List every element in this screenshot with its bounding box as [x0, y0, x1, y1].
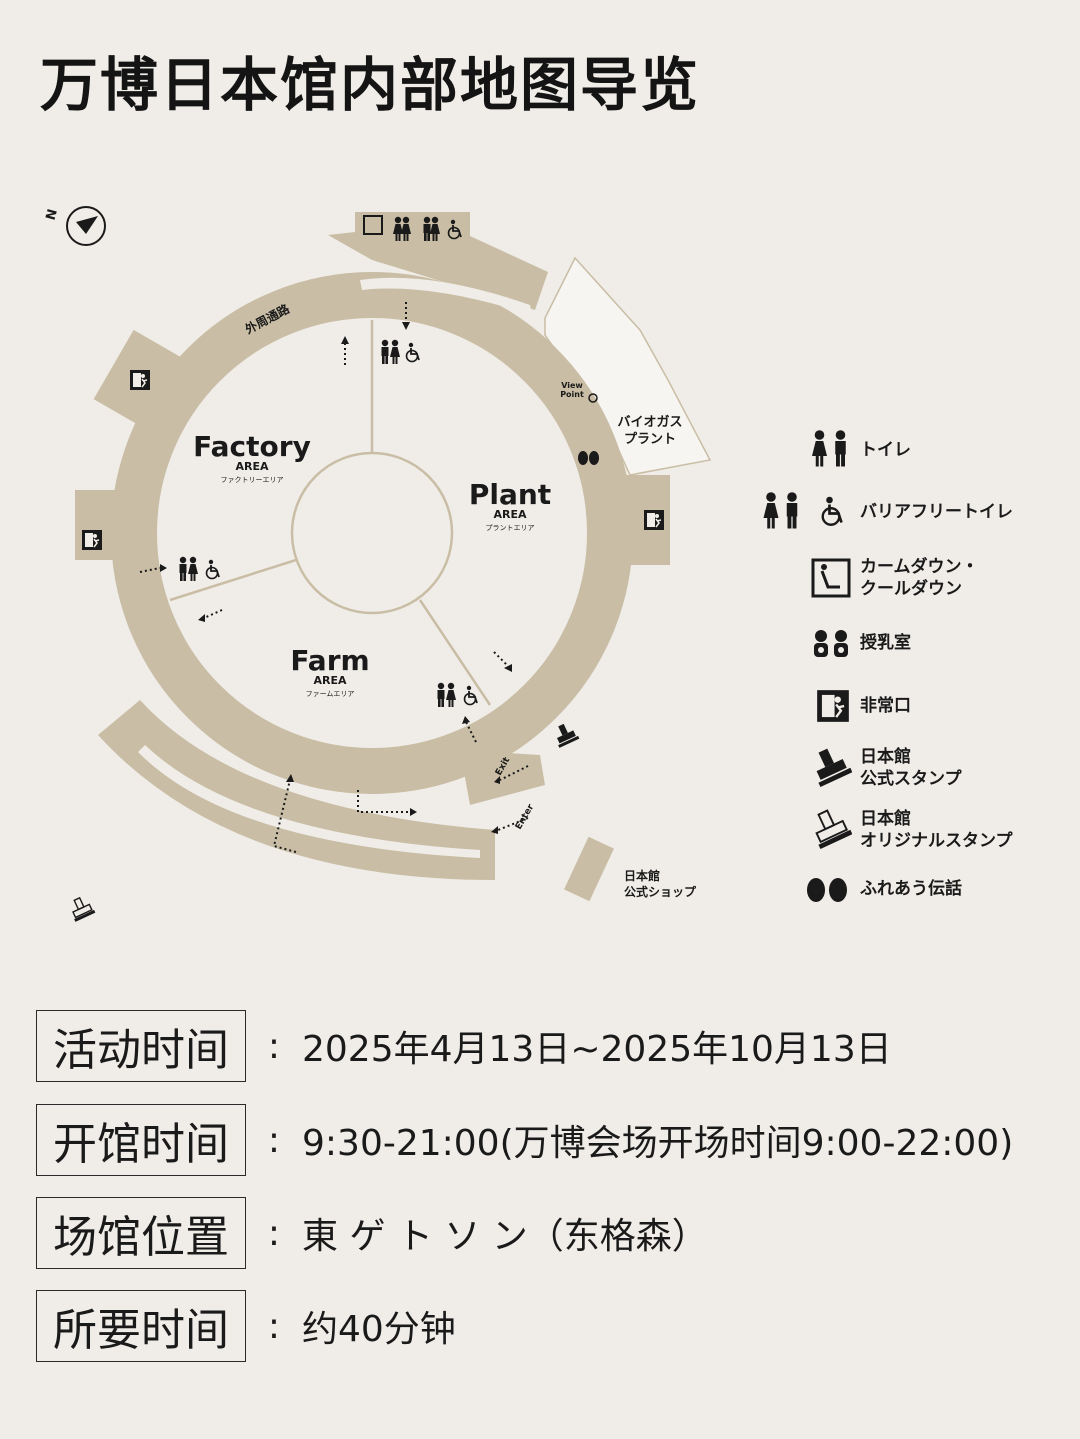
inner-floor	[158, 319, 586, 747]
official-stamp-icon	[556, 723, 580, 748]
legend-label: 非常口	[860, 696, 911, 716]
plant-area-name: Plant	[469, 478, 551, 511]
exit-ramp-block	[460, 750, 545, 805]
legend-item-nursing-room: 授乳室	[760, 626, 1060, 660]
emergency-exit-icon	[81, 529, 103, 551]
legend-label: カームダウン・ クールダウン	[860, 557, 979, 599]
factory-area-name: Factory	[193, 430, 311, 463]
nursing-room-icon	[760, 626, 860, 660]
page-title: 万博日本馆内部地图导览	[40, 51, 701, 119]
legend-item-original-stamp: 日本館 オリジナルスタンプ	[760, 808, 1060, 852]
legend-label: バリアフリートイレ	[860, 502, 1013, 522]
pavilion-map: N バイオガスプラント 外周通路 Factory AREA ファクトリーエリア …	[44, 206, 712, 922]
info-label: 活动时间	[36, 1010, 246, 1082]
legend-item-official-stamp: 日本館 公式スタンプ	[760, 746, 1060, 790]
info-value: 2025年4月13日~2025年10月13日	[302, 1029, 892, 1070]
legend-item-touch-talk: ふれあう伝話	[760, 874, 1060, 904]
calm-down-icon	[760, 557, 860, 599]
emergency-exit-icon	[760, 686, 860, 726]
plant-area-jp: プラントエリア	[486, 524, 535, 532]
legend-label: 日本館 公式スタンプ	[860, 747, 962, 789]
shop-label-line1: 日本館	[624, 868, 660, 883]
divider-factory-farm	[169, 558, 297, 602]
barrier-free-toilet-icon	[760, 492, 860, 532]
info-row-opening-hours: 开馆时间 : 9:30-21:00(万博会场开场时间9:00-22:00)	[36, 1102, 1056, 1178]
route-arrows	[139, 302, 529, 853]
north-block	[328, 212, 548, 310]
legend-label: ふれあう伝話	[860, 879, 962, 899]
biogas-plant-label: バイオガスプラント	[617, 415, 682, 447]
view-point-icon	[588, 393, 598, 403]
touch-talk-icon	[578, 451, 599, 465]
plant-area-sub: AREA	[493, 508, 526, 521]
info-separator: :	[267, 1305, 281, 1347]
enter-label: Enter	[514, 802, 537, 831]
original-stamp-icon	[72, 896, 96, 922]
divider-plant-farm	[418, 599, 492, 706]
info-row-location: 场馆位置 : 東 ゲ ト ソ ン（东格森）	[36, 1195, 1056, 1271]
emergency-exit-icon	[643, 509, 665, 531]
north-inner-slot	[360, 277, 532, 315]
calm-down-icon	[363, 215, 383, 235]
south-entrance-block	[98, 700, 495, 880]
farm-area-name: Farm	[290, 644, 369, 677]
route-arrowheads	[160, 322, 512, 834]
shop-label-line2: 公式ショップ	[624, 884, 697, 899]
info-label: 场馆位置	[36, 1197, 246, 1269]
farm-area-sub: AREA	[313, 674, 346, 687]
info-row-activity-period: 活动时间 : 2025年4月13日~2025年10月13日	[36, 1008, 1056, 1084]
toilet-icon	[760, 430, 860, 470]
info-value: 约40分钟	[302, 1309, 456, 1350]
info-value: 東 ゲ ト ソ ン（东格森）	[302, 1216, 708, 1257]
legend-label: トイレ	[860, 440, 911, 460]
original-stamp-icon	[760, 808, 860, 852]
info-row-duration: 所要时间 : 约40分钟	[36, 1288, 1056, 1364]
factory-area-jp: ファクトリーエリア	[221, 476, 284, 484]
legend-item-calm-down: カームダウン・ クールダウン	[760, 556, 1060, 600]
legend-label: 授乳室	[860, 633, 911, 653]
info-value: 9:30-21:00(万博会场开场时间9:00-22:00)	[302, 1123, 1014, 1164]
touch-talk-icon	[760, 874, 860, 904]
legend-label: 日本館 オリジナルスタンプ	[860, 809, 1013, 851]
info-label: 所要时间	[36, 1290, 246, 1362]
compass-label: N	[44, 207, 61, 221]
factory-area-sub: AREA	[235, 460, 268, 473]
info-label: 开馆时间	[36, 1104, 246, 1176]
info-separator: :	[267, 1025, 281, 1067]
legend-item-emergency-exit: 非常口	[760, 686, 1060, 726]
info-separator: :	[267, 1212, 281, 1254]
emergency-exit-icon	[129, 369, 151, 391]
legend-item-barrier-free-toilet: バリアフリートイレ	[760, 492, 1060, 532]
info-separator: :	[267, 1119, 281, 1161]
shop-block	[564, 836, 614, 902]
compass-icon	[66, 206, 106, 246]
official-stamp-icon	[760, 746, 860, 790]
farm-area-jp: ファームエリア	[306, 690, 355, 698]
legend-item-toilet: トイレ	[760, 430, 1060, 470]
south-entrance-slot	[138, 745, 480, 858]
